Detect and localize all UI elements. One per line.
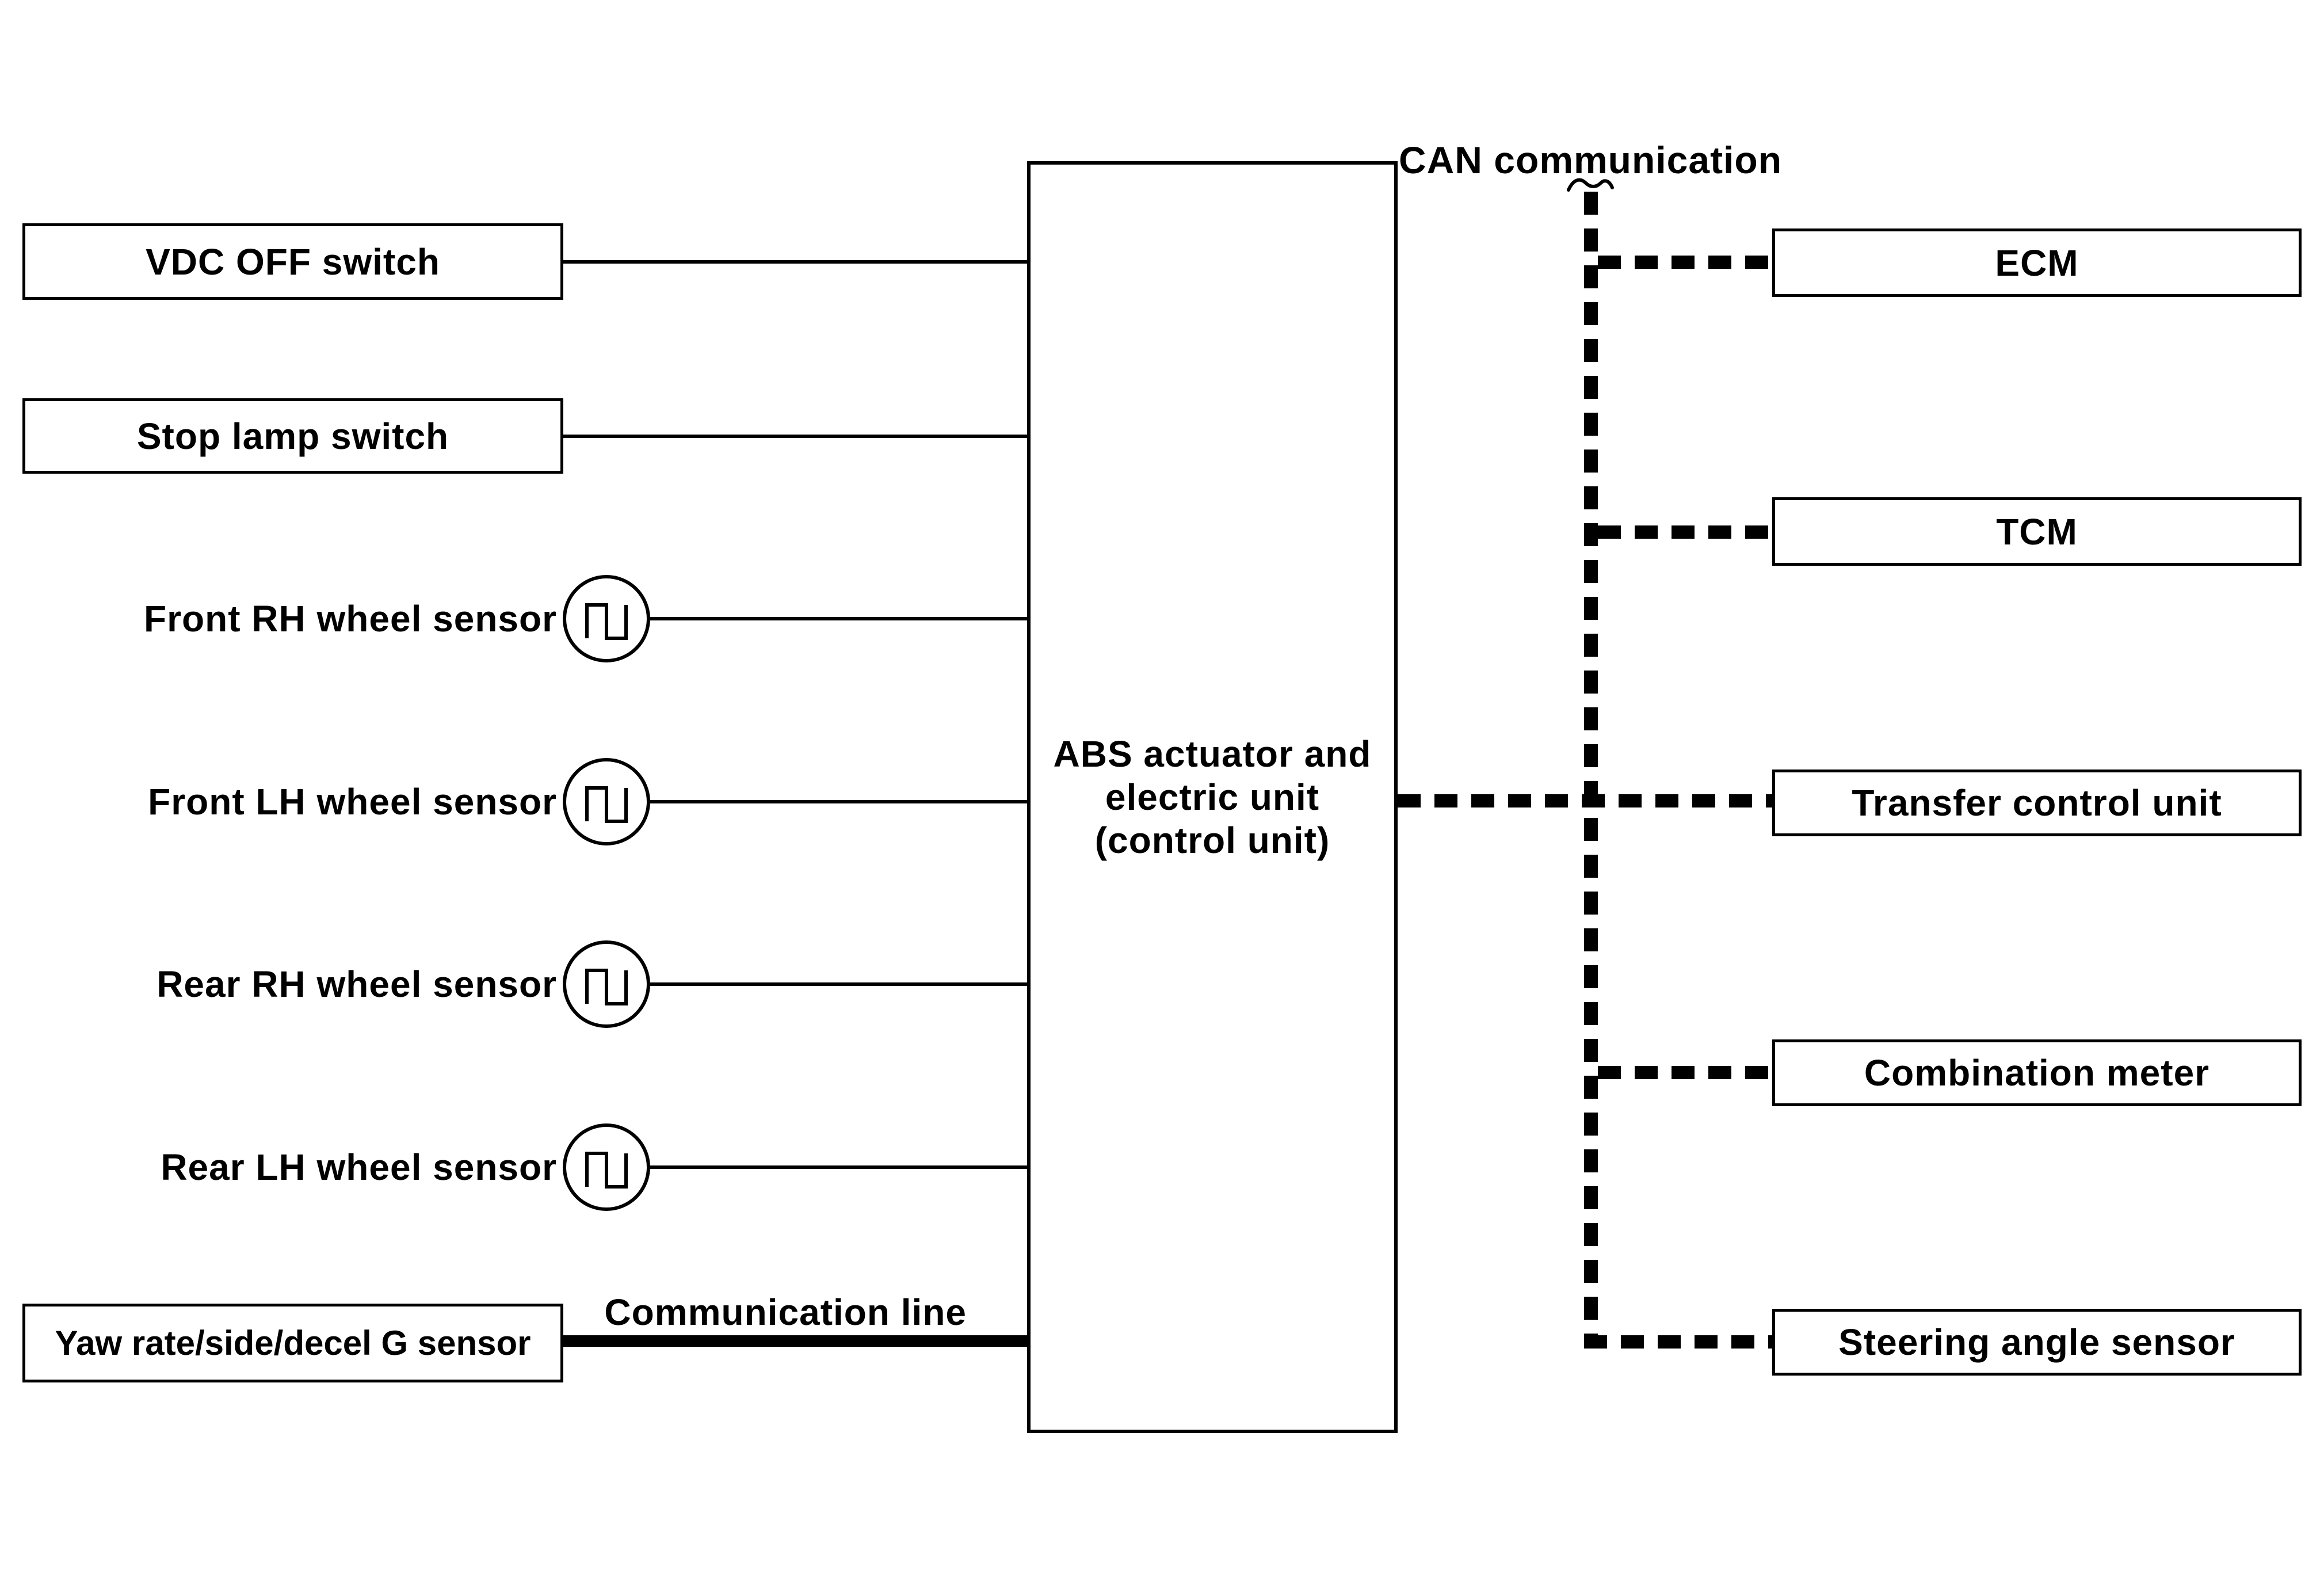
front-rh-wheel-sensor-label: Front RH wheel sensor [144, 598, 557, 639]
tilde-leader-icon [1567, 178, 1614, 192]
wheel-sensor-pulse-icon [563, 575, 650, 662]
wire-front-lh-to-abs [650, 800, 1027, 803]
vdc-off-switch-box: VDC OFF switch [22, 223, 563, 300]
wheel-sensor-pulse-icon [563, 940, 650, 1028]
combination-meter-label: Combination meter [1864, 1052, 2210, 1094]
communication-line-yaw-to-abs [563, 1335, 1027, 1347]
can-branch-steering-angle-sensor [1584, 1335, 1772, 1349]
vdc-off-switch-label: VDC OFF switch [146, 241, 440, 283]
yaw-rate-sensor-box: Yaw rate/side/decel G sensor [22, 1304, 563, 1382]
wire-rear-lh-to-abs [650, 1165, 1027, 1169]
ecm-box: ECM [1772, 228, 2302, 297]
abs-label-line1: ABS actuator and [1053, 733, 1372, 775]
stop-lamp-switch-box: Stop lamp switch [22, 398, 563, 474]
rear-rh-wheel-sensor-label: Rear RH wheel sensor [157, 963, 557, 1005]
wire-stop-lamp-to-abs [563, 435, 1027, 438]
can-branch-ecm [1598, 256, 1772, 269]
can-bus-vertical-trunk [1584, 192, 1598, 1349]
abs-label-line3: (control unit) [1094, 819, 1330, 861]
wheel-sensor-pulse-icon [563, 1123, 650, 1211]
wire-front-rh-to-abs [650, 617, 1027, 620]
steering-angle-sensor-label: Steering angle sensor [1838, 1321, 2235, 1363]
tcm-label: TCM [1996, 511, 2078, 553]
can-branch-combination-meter [1598, 1066, 1772, 1079]
tcm-box: TCM [1772, 497, 2302, 566]
combination-meter-box: Combination meter [1772, 1039, 2302, 1106]
abs-actuator-unit-box: ABS actuator and electric unit (control … [1027, 161, 1398, 1433]
yaw-rate-sensor-label: Yaw rate/side/decel G sensor [55, 1324, 531, 1362]
communication-line-label: Communication line [604, 1292, 967, 1333]
can-branch-tcm [1598, 525, 1772, 539]
transfer-control-unit-box: Transfer control unit [1772, 770, 2302, 836]
ecm-label: ECM [1995, 242, 2079, 284]
transfer-control-unit-label: Transfer control unit [1852, 782, 2222, 824]
wire-rear-rh-to-abs [650, 982, 1027, 986]
steering-angle-sensor-box: Steering angle sensor [1772, 1309, 2302, 1376]
rear-lh-wheel-sensor-label: Rear LH wheel sensor [161, 1146, 557, 1188]
front-lh-wheel-sensor-label: Front LH wheel sensor [148, 781, 557, 822]
abs-label-line2: electric unit [1105, 776, 1320, 818]
wire-vdc-to-abs [563, 260, 1027, 264]
can-bus-abs-to-transfer [1398, 794, 1772, 807]
can-communication-label: CAN communication [1398, 139, 1783, 181]
stop-lamp-switch-label: Stop lamp switch [136, 415, 449, 457]
wheel-sensor-pulse-icon [563, 758, 650, 845]
